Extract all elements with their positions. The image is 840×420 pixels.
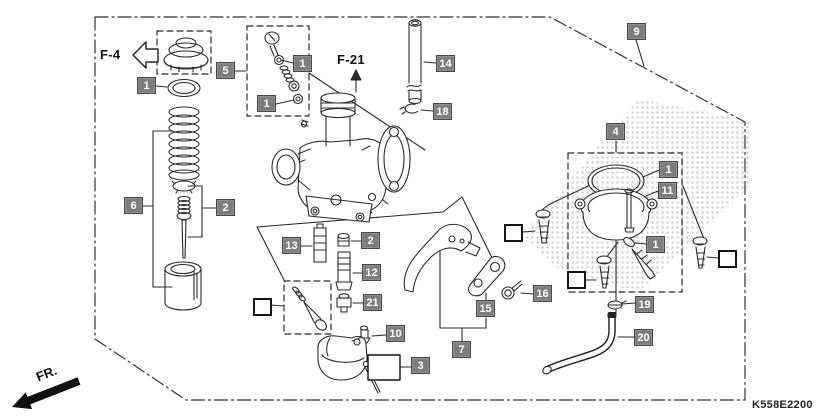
part-callout-18[interactable]: 18 [433,103,452,120]
fuel-tube [406,19,422,105]
f21-arrow-icon [350,69,362,93]
carburetor-body [271,92,411,223]
cover-screws [535,209,708,289]
empty-callout [253,298,272,316]
bracket-plate [467,255,506,297]
top-cap [163,37,209,73]
float-bracket-box [367,354,401,381]
empty-callout [718,250,737,268]
part-callout-21[interactable]: 21 [363,294,382,311]
front-arrow-icon [12,377,81,410]
part-callout-1[interactable]: 1 [646,236,665,253]
throttle-slide [164,261,202,311]
air-screw-set [264,31,304,105]
needle-set [171,180,197,259]
figure-ref-f4[interactable]: F-4 [100,47,121,62]
part-callout-4[interactable]: 4 [606,123,625,140]
overflow-hose [542,312,617,375]
part-callout-5[interactable]: 5 [216,62,235,79]
part-callout-7[interactable]: 7 [452,341,471,358]
hose-clip [607,300,627,310]
part-callout-16[interactable]: 16 [533,285,552,302]
throttle-arm [403,223,481,293]
cap-o-ring [167,78,201,98]
part-callout-15[interactable]: 15 [476,300,495,317]
border-outline [94,16,746,401]
part-callout-6[interactable]: 6 [124,197,143,214]
figure-code: K558E2200 [752,399,813,411]
part-callout-20[interactable]: 20 [634,329,653,346]
f4-arrow-icon [132,41,159,69]
arm-screw [501,280,523,300]
part-callout-19[interactable]: 19 [635,296,654,313]
part-callout-1[interactable]: 1 [137,77,156,94]
part-callout-1[interactable]: 1 [257,95,276,112]
empty-callout [504,224,523,242]
float-chamber [574,188,658,241]
part-callout-10[interactable]: 10 [386,325,405,342]
throttle-spring [168,106,200,181]
tube-clip [399,103,419,115]
jet-set [313,223,353,313]
part-callout-2[interactable]: 2 [216,199,235,216]
drain-screw [623,236,656,280]
part-callout-1[interactable]: 1 [293,55,312,72]
part-callout-12[interactable]: 12 [362,264,381,281]
part-callout-13[interactable]: 13 [282,237,301,254]
empty-callout [567,271,586,289]
pilot-screw-set [292,286,327,331]
part-callout-14[interactable]: 14 [436,55,455,72]
part-callout-11[interactable]: 11 [658,182,677,199]
part-callout-2[interactable]: 2 [361,232,380,249]
part-callout-3[interactable]: 3 [411,357,430,374]
figure-ref-f21[interactable]: F-21 [337,52,365,67]
part-callout-9[interactable]: 9 [627,23,646,40]
part-callout-1[interactable]: 1 [659,161,678,178]
